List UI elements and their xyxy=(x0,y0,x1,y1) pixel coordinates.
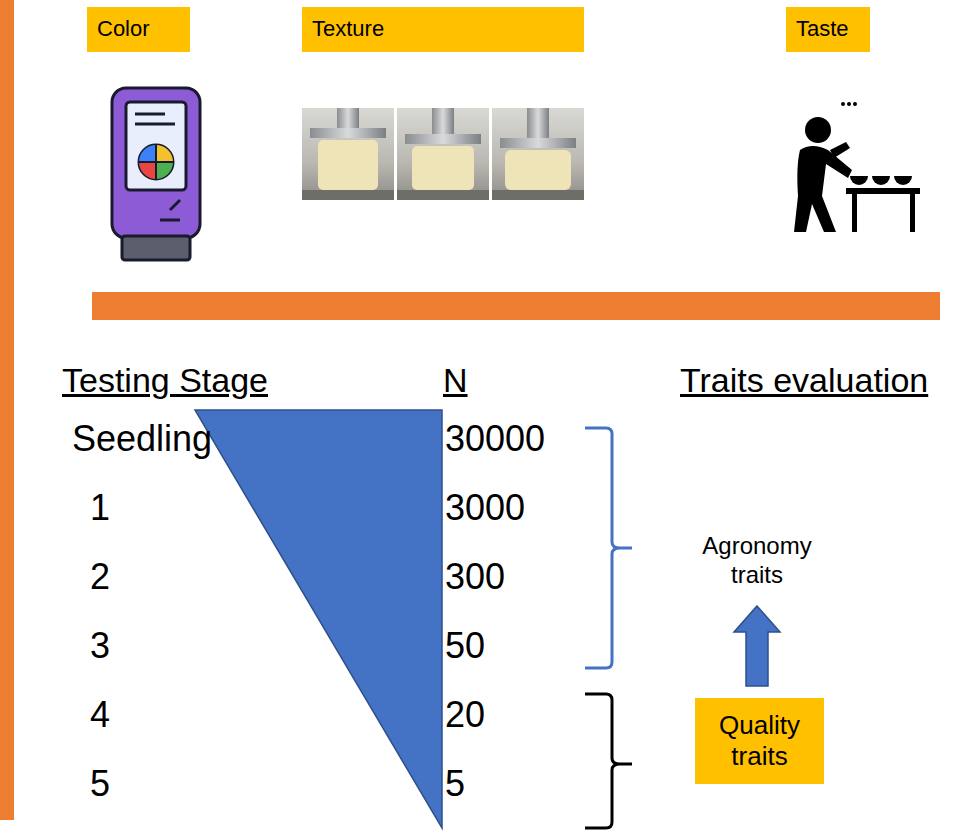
blue-bracket xyxy=(585,428,632,668)
table-cell: 5 xyxy=(445,762,465,805)
yellow-box: Taste xyxy=(786,7,870,52)
box-text: Texture xyxy=(312,16,384,42)
box-text: Taste xyxy=(796,16,849,42)
box-text: Quality traits xyxy=(703,710,816,772)
box-text: Color xyxy=(97,16,150,42)
yellow-box: Texture xyxy=(302,7,584,52)
taster-icon xyxy=(794,102,920,232)
table-cell: 300 xyxy=(445,555,505,598)
divider-bar xyxy=(92,292,940,320)
yellow-box: Color xyxy=(87,7,190,52)
funnel-triangle xyxy=(195,410,442,828)
table-cell: 20 xyxy=(445,693,485,736)
column-header: Testing Stage xyxy=(62,360,268,401)
side-bar xyxy=(0,0,14,820)
trait-label: Agronomy traits xyxy=(692,532,822,590)
table-cell: Seedling xyxy=(72,417,212,460)
table-cell: 4 xyxy=(90,693,110,736)
table-cell: 5 xyxy=(90,762,110,805)
table-cell: 50 xyxy=(445,624,485,667)
black-bracket xyxy=(585,694,632,828)
table-cell: 3000 xyxy=(445,486,525,529)
table-cell: 30000 xyxy=(445,417,545,460)
table-cell: 2 xyxy=(90,555,110,598)
yellow-box: Quality traits xyxy=(695,698,824,784)
texture-photos xyxy=(302,108,584,200)
column-header: Traits evaluation xyxy=(680,360,928,401)
column-header: N xyxy=(443,360,468,401)
up-arrow xyxy=(734,606,780,686)
table-cell: 1 xyxy=(90,486,110,529)
table-cell: 3 xyxy=(90,624,110,667)
colorimeter-icon xyxy=(112,88,200,260)
